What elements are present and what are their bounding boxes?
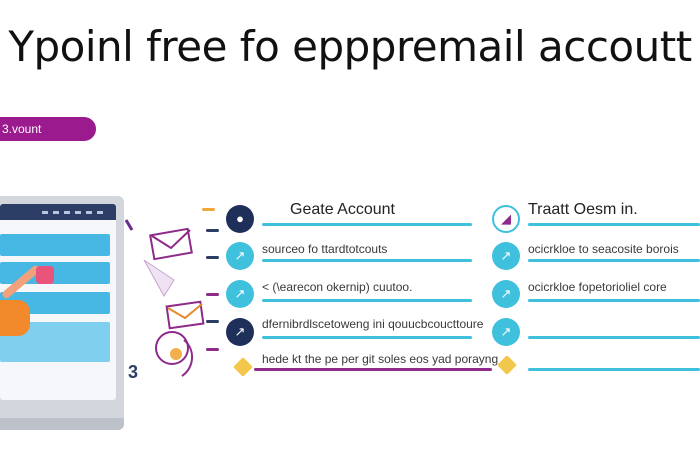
- person-hand: [36, 266, 54, 284]
- divider-line: [528, 223, 700, 226]
- right-row-text[interactable]: ocicrkloe to seacosite borois: [528, 242, 679, 256]
- left-row-text[interactable]: hede kt the pe per git soles eos yad por…: [262, 352, 505, 366]
- monitor-illustration: [0, 196, 124, 430]
- person-body: [0, 300, 30, 336]
- arrow-icon[interactable]: ↗: [226, 242, 254, 270]
- step-dash: [206, 256, 219, 259]
- arrow-icon[interactable]: ↗: [226, 318, 254, 346]
- left-row-text[interactable]: < (\earecon okernip) cuutoo.: [262, 280, 413, 294]
- step-dash: [206, 320, 219, 323]
- screen-toolbar: [0, 204, 116, 220]
- arrow-icon[interactable]: ↗: [492, 242, 520, 270]
- step-dash: [202, 208, 215, 211]
- right-row-text[interactable]: ocicrkloe fopetorioliel core: [528, 280, 667, 294]
- account-badge[interactable]: 3.vount: [0, 117, 96, 141]
- left-row-text[interactable]: sourceo fo ttardtotcouts: [262, 242, 388, 256]
- divider-line: [262, 336, 472, 339]
- step-dash: [206, 293, 219, 296]
- divider-line: [262, 223, 472, 226]
- arrow-icon[interactable]: ↗: [226, 280, 254, 308]
- divider-line: [528, 299, 700, 302]
- divider-line: [528, 259, 700, 262]
- divider-line: [262, 299, 472, 302]
- left-column-title: Geate Account: [290, 201, 395, 218]
- step-dash: [206, 229, 219, 232]
- left-row-text[interactable]: dfernibrdlscetoweng ini qouucbcoucttoure: [262, 317, 484, 331]
- divider-line: [528, 368, 700, 371]
- divider-line: [254, 368, 492, 371]
- user-icon: ◢: [492, 205, 520, 233]
- monitor-screen: [0, 204, 116, 400]
- gem-icon: [233, 357, 253, 377]
- user-icon: ●: [226, 205, 254, 233]
- arrow-icon[interactable]: ↗: [492, 280, 520, 308]
- screen-form-field: [0, 234, 110, 256]
- right-column-title: Traatt Oesm in.: [528, 201, 638, 218]
- arrow-icon[interactable]: ↗: [492, 318, 520, 346]
- envelope-doodles-icon: [124, 219, 205, 377]
- step-number: 3: [128, 362, 139, 382]
- divider-line: [528, 336, 700, 339]
- step-dash: [206, 348, 219, 351]
- monitor-base: [0, 418, 124, 430]
- divider-line: [262, 259, 472, 262]
- page-title: Ypoinl free fo epppremail accoutt: [8, 22, 692, 71]
